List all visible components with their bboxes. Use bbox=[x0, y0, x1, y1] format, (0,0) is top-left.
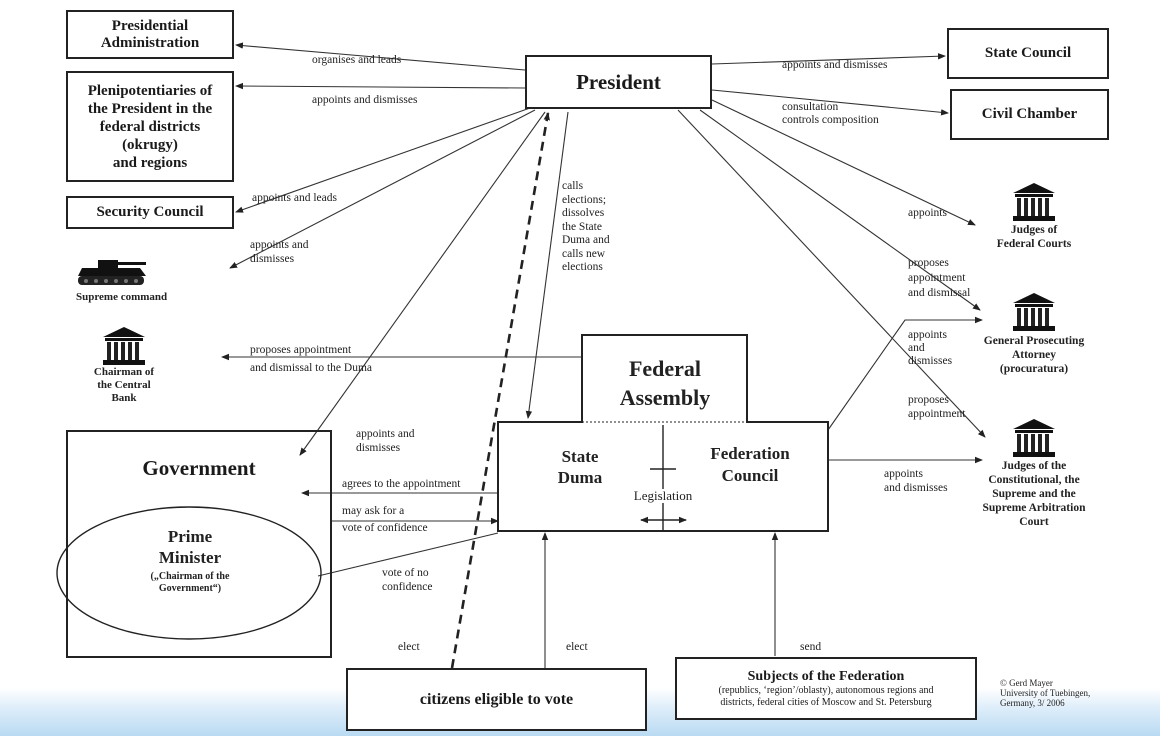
president-box: President bbox=[525, 55, 712, 109]
supreme-command-label: Supreme command bbox=[76, 291, 168, 303]
label-organises-and-leads: organises and leads bbox=[312, 54, 402, 66]
label-proposes-appointment-dismissal: proposes appointment and dismissal bbox=[908, 257, 971, 299]
subjects-of-federation-box: Subjects of the Federation (republics, ‘… bbox=[675, 657, 977, 720]
label-appoints-dismisses-government: appoints and dismisses bbox=[356, 428, 415, 454]
federal-courts-label: Judges of Federal Courts bbox=[996, 224, 1072, 250]
edge-organises-leads bbox=[235, 42, 526, 71]
edge-appoints-plenipotentiaries bbox=[235, 82, 526, 90]
plenipotentiaries-box: Plenipotentiaries of the President in th… bbox=[66, 71, 234, 182]
edge-supreme-command bbox=[229, 109, 536, 269]
edge-fc-prosecuting bbox=[827, 316, 983, 431]
prosecuting-building-icon bbox=[1013, 293, 1055, 331]
edge-prosecuting bbox=[699, 109, 981, 311]
state-council-box: State Council bbox=[947, 28, 1109, 79]
federal-assembly-outline bbox=[497, 334, 829, 532]
citizens-box: citizens eligible to vote bbox=[346, 668, 647, 731]
label-appoints-dismisses-fc: appoints and dismisses bbox=[908, 329, 953, 367]
edge-civil-chamber bbox=[711, 89, 949, 116]
state-duma-label: State Duma bbox=[557, 447, 603, 487]
prosecuting-label: General Prosecuting Attorney (procuratur… bbox=[983, 335, 1085, 375]
edge-calls-elections bbox=[525, 111, 569, 419]
label-appoints-dismisses-plenipotentiaries: appoints and dismisses bbox=[312, 94, 418, 106]
edge-vote-no-conf bbox=[317, 532, 499, 577]
label-proposes-appointment: proposes appointment bbox=[908, 394, 966, 420]
label-proposes-central-bank: proposes appointment and dismissal to th… bbox=[250, 344, 373, 374]
federal-courts-building-icon bbox=[1013, 183, 1055, 221]
tank-icon bbox=[78, 260, 146, 285]
bank-building-icon bbox=[103, 327, 145, 365]
constitutional-court-label: Judges of the Constitutional, the Suprem… bbox=[982, 460, 1086, 528]
label-appoints-dismisses-const: appoints and dismisses bbox=[884, 468, 948, 494]
credit-note: © Gerd Mayer University of Tuebingen, Ge… bbox=[1000, 678, 1091, 708]
legislation-label: Legislation bbox=[623, 489, 703, 503]
label-agrees-to-appointment: agrees to the appointment bbox=[342, 478, 461, 490]
prime-minister-ellipse bbox=[56, 506, 322, 640]
label-calls-elections: calls elections; dissolves the State Dum… bbox=[562, 180, 610, 273]
federal-assembly-label: Federal Assembly bbox=[619, 356, 711, 410]
edge-security-council bbox=[235, 107, 531, 213]
central-bank-label: Chairman of the Central Bank bbox=[93, 366, 155, 404]
edge-federal-courts bbox=[711, 99, 976, 226]
prime-minister-label: Prime Minister bbox=[158, 527, 222, 567]
government-box: Government bbox=[66, 430, 332, 658]
presidential-administration-box: Presidential Administration bbox=[66, 10, 234, 59]
edge-state-council bbox=[711, 53, 946, 65]
label-elect-president: elect bbox=[398, 641, 420, 653]
civil-chamber-box: Civil Chamber bbox=[950, 89, 1109, 140]
label-elect-duma: elect bbox=[566, 641, 588, 653]
label-appoints-dismisses-supreme: appoints and dismisses bbox=[250, 239, 309, 265]
subjects-description: (republics, ‘region’/oblasty), autonomou… bbox=[718, 684, 934, 708]
edge-elect-president bbox=[450, 112, 550, 669]
label-vote-no-confidence: vote of no confidence bbox=[382, 567, 433, 593]
federation-council-label: Federation Council bbox=[710, 444, 790, 485]
constitutional-court-building-icon bbox=[1013, 419, 1055, 457]
label-appoints-courts: appoints bbox=[908, 207, 947, 219]
subjects-title: Subjects of the Federation bbox=[747, 668, 905, 684]
security-council-box: Security Council bbox=[66, 196, 234, 229]
label-may-ask-confidence: may ask for a vote of confidence bbox=[342, 505, 428, 534]
edge-constitutional bbox=[677, 109, 986, 438]
label-appoints-and-leads: appoints and leads bbox=[252, 192, 337, 204]
label-consultation: consultation controls composition bbox=[782, 101, 879, 126]
prime-minister-note: („Chairman of the Government“) bbox=[150, 571, 230, 594]
label-appoints-dismisses-state-council: appoints and dismisses bbox=[782, 59, 888, 71]
edge-appoints-gov bbox=[299, 111, 546, 456]
label-send: send bbox=[800, 641, 822, 653]
